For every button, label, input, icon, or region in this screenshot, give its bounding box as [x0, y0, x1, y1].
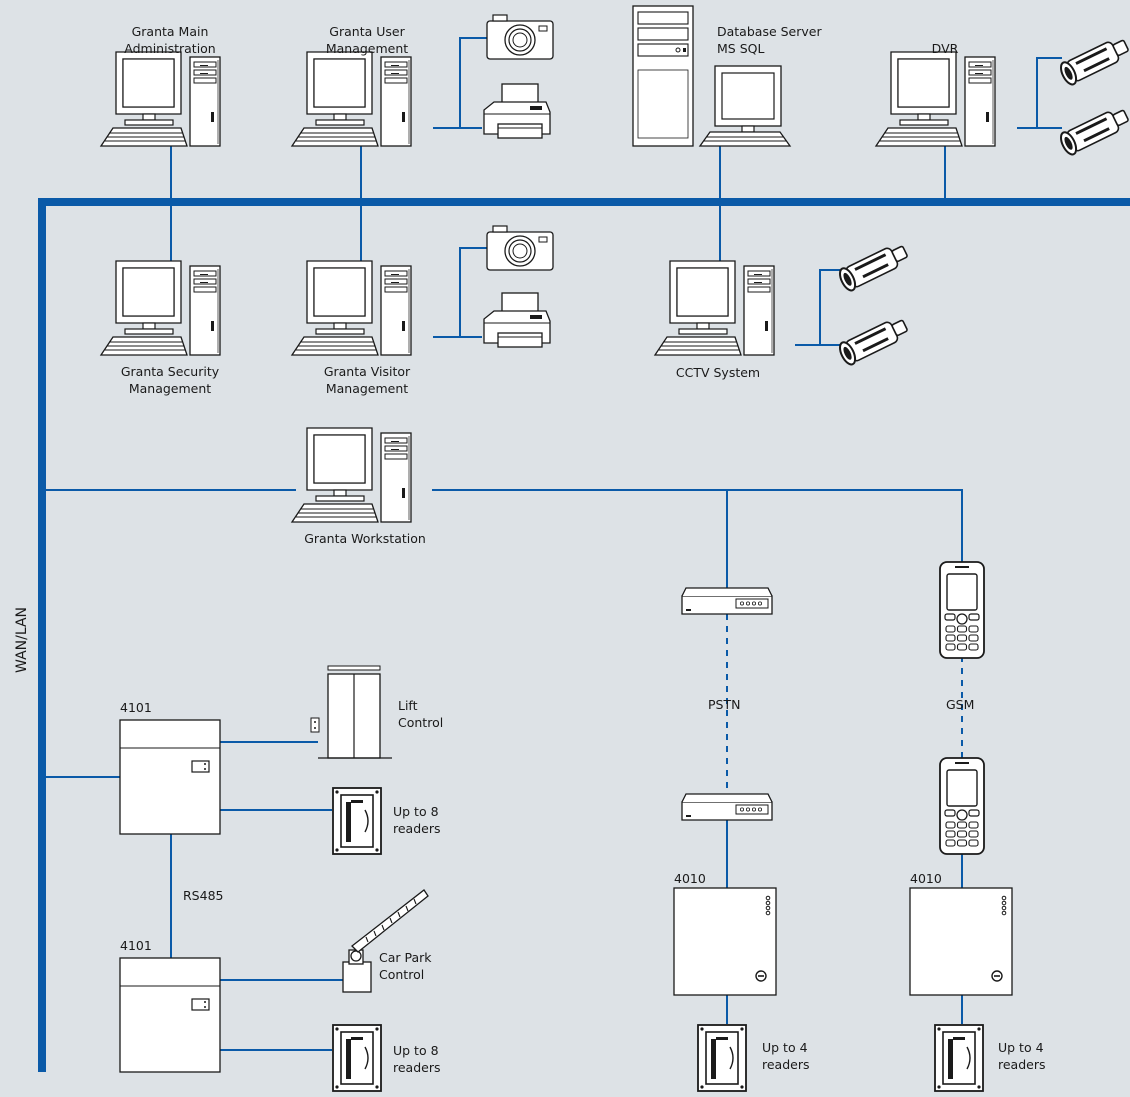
link-user-peripherals	[433, 37, 487, 129]
security-mgmt-label-1: Granta Security	[121, 364, 220, 379]
lift-label-1: Lift	[398, 698, 418, 713]
database-monitor	[698, 65, 792, 147]
cctv-label: CCTV System	[676, 365, 760, 380]
ctrl-4010-d-label: 4010	[910, 871, 942, 886]
ctrl-4101-b-label: 4101	[120, 938, 152, 953]
link-cctv-cameras	[795, 269, 840, 346]
visitor-mgmt-label-2: Management	[326, 381, 408, 396]
controller-4010-c	[673, 887, 777, 996]
visitor-mgmt-printer	[483, 292, 551, 348]
reader-b	[332, 1024, 382, 1092]
rs485-label: RS485	[183, 888, 223, 903]
phone-bottom	[939, 757, 985, 855]
user-mgmt-label-2: Management	[326, 41, 408, 56]
visitor-mgmt-label-1: Granta Visitor	[324, 364, 411, 379]
readers-d-label-2: readers	[998, 1057, 1046, 1072]
workstation-label: Granta Workstation	[304, 531, 426, 546]
readers-b-label-2: readers	[393, 1060, 441, 1075]
ctrl-4101-a-label: 4101	[120, 700, 152, 715]
controller-4101-b	[119, 957, 221, 1073]
db-server-label-1: Database Server	[717, 24, 822, 39]
lift-icon	[310, 665, 392, 759]
link-visitor-peripherals	[433, 247, 487, 338]
link-workstation-right	[432, 489, 963, 563]
main-admin-label-1: Granta Main	[132, 24, 209, 39]
main-admin-label-2: Administration	[124, 41, 215, 56]
dvr-computer	[875, 51, 996, 147]
main-admin-computer	[100, 51, 221, 147]
pstn-label: PSTN	[708, 697, 740, 712]
database-server	[632, 5, 694, 147]
wan-lan-label: WAN/LAN	[14, 607, 30, 673]
network-bus-vertical	[38, 198, 46, 1072]
reader-c	[697, 1024, 747, 1092]
db-server-label-2: MS SQL	[717, 41, 764, 56]
workstation-computer	[291, 427, 412, 523]
user-mgmt-printer	[483, 83, 551, 139]
connections	[38, 37, 1130, 1072]
readers-c-label-1: Up to 4	[762, 1040, 808, 1055]
dvr-camera-2	[1056, 103, 1130, 158]
controller-4101-a	[119, 719, 221, 835]
dvr-label: DVR	[932, 41, 959, 56]
gsm-label: GSM	[946, 697, 974, 712]
car-park-label-1: Car Park	[379, 950, 432, 965]
reader-d	[934, 1024, 984, 1092]
link-dvr-cameras	[1017, 57, 1062, 129]
cctv-computer	[654, 260, 775, 356]
cctv-camera-2	[835, 313, 912, 368]
visitor-mgmt-camera	[486, 225, 554, 271]
cctv-camera-1	[835, 239, 912, 294]
dvr-camera-1	[1056, 33, 1130, 88]
user-mgmt-label-1: Granta User	[329, 24, 405, 39]
ctrl-4010-c-label: 4010	[674, 871, 706, 886]
security-mgmt-computer	[100, 260, 221, 356]
user-mgmt-computer	[291, 51, 412, 147]
readers-d-label-1: Up to 4	[998, 1040, 1044, 1055]
modem-top	[681, 587, 773, 615]
readers-a-label-2: readers	[393, 821, 441, 836]
network-bus-horizontal	[38, 198, 1130, 206]
reader-a	[332, 787, 382, 855]
labels: WAN/LAN Granta Main Administration Grant…	[14, 24, 1046, 1075]
phone-top	[939, 561, 985, 659]
user-mgmt-camera	[486, 14, 554, 60]
visitor-mgmt-computer	[291, 260, 412, 356]
security-mgmt-label-2: Management	[129, 381, 211, 396]
car-park-label-2: Control	[379, 967, 424, 982]
lift-label-2: Control	[398, 715, 443, 730]
readers-b-label-1: Up to 8	[393, 1043, 439, 1058]
readers-c-label-2: readers	[762, 1057, 810, 1072]
controller-4010-d	[909, 887, 1013, 996]
readers-a-label-1: Up to 8	[393, 804, 439, 819]
barrier-icon	[342, 889, 429, 993]
modem-bottom	[681, 793, 773, 821]
